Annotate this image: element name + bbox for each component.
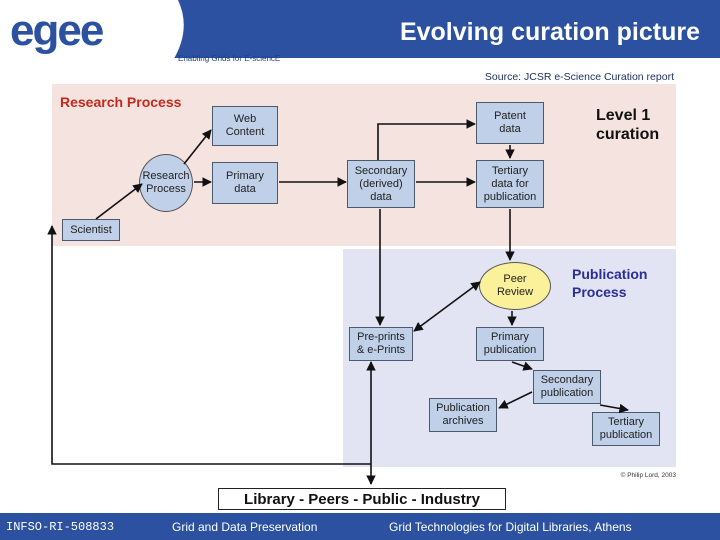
research-process-label: Research Process xyxy=(60,94,182,110)
node-primary-publication: Primary publication xyxy=(476,327,544,361)
header: egee Enabling Grids for E-sciencE Evolvi… xyxy=(0,0,720,68)
footer-topic: Grid and Data Preservation xyxy=(172,520,318,534)
logo-backdrop xyxy=(0,0,184,68)
footer: INFSO-RI-508833 Grid and Data Preservati… xyxy=(0,513,720,540)
node-secondary-publication: Secondary publication xyxy=(533,370,601,404)
node-patent-data: Patent data xyxy=(476,102,544,144)
egee-logo: egee xyxy=(10,6,104,55)
level-curation-label: Level 1 curation xyxy=(596,107,660,143)
slide-title: Evolving curation picture xyxy=(399,18,700,46)
node-tertiary-publication: Tertiary publication xyxy=(592,412,660,446)
publication-process-label: Publication Process xyxy=(572,266,648,300)
node-peer-review: Peer Review xyxy=(479,262,551,310)
copyright-note: © Philip Lord, 2003 xyxy=(620,472,676,479)
source-note: Source: JCSR e-Science Curation report xyxy=(484,71,674,83)
node-scientist: Scientist xyxy=(62,219,120,241)
footer-code: INFSO-RI-508833 xyxy=(6,520,115,534)
tagline: Enabling Grids for E-sciencE xyxy=(178,54,281,63)
node-web-content: Web Content xyxy=(212,106,278,146)
node-publication-archives: Publication archives xyxy=(429,398,497,432)
node-preprints: Pre-prints & e-Prints xyxy=(349,327,413,361)
middle-zone xyxy=(52,246,343,467)
node-primary-data: Primary data xyxy=(212,162,278,204)
footer-event: Grid Technologies for Digital Libraries,… xyxy=(389,520,632,534)
node-research-process: Research Process xyxy=(139,154,193,212)
node-tertiary-data: Tertiary data for publication xyxy=(476,160,544,208)
curation-diagram: Research Process Level 1 curation Public… xyxy=(52,84,676,484)
audience-bar: Library - Peers - Public - Industry xyxy=(218,488,506,510)
node-secondary-data: Secondary (derived) data xyxy=(347,160,415,208)
